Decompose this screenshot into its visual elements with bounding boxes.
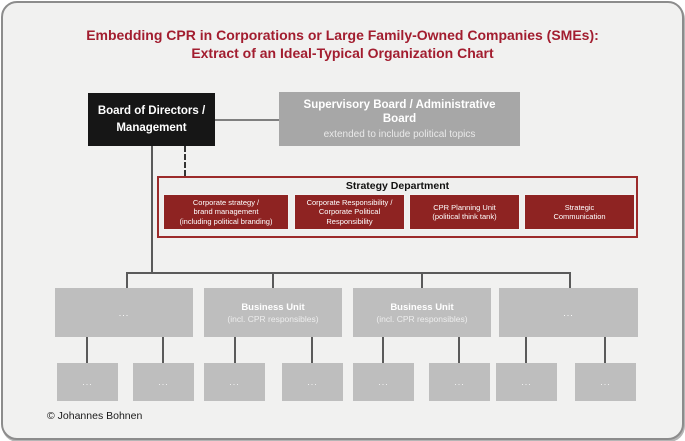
business-unit-dots: ... xyxy=(118,307,130,318)
board-label-line2: Management xyxy=(116,121,187,134)
page-title-line1: Embedding CPR in Corporations or Large F… xyxy=(86,27,599,43)
leaf-dots: ... xyxy=(307,377,318,387)
business-unit-title: Business Unit xyxy=(390,302,454,313)
strategy-unit-corporate-strategy: Corporate strategy / brand management (i… xyxy=(163,194,289,230)
business-unit-subtitle: (incl. CPR responsibles) xyxy=(376,314,468,324)
business-unit-other-left: ... xyxy=(55,288,193,337)
connector-board-stem xyxy=(151,146,153,274)
connector-leaf xyxy=(162,337,164,363)
unit-text-line: CPR Planning Unit xyxy=(433,202,496,212)
connector-leaf xyxy=(525,337,527,363)
leaf-dots: ... xyxy=(229,377,240,387)
unit-text-line: (including political branding) xyxy=(179,216,273,226)
leaf-box: ... xyxy=(57,363,118,401)
connector-stub xyxy=(569,272,571,289)
connector-leaf xyxy=(458,337,460,363)
supervisory-subtitle: extended to include political topics xyxy=(323,129,476,140)
unit-text-line: Strategic xyxy=(564,202,595,212)
board-of-directors-box: Board of Directors / Management xyxy=(88,93,215,146)
business-unit-subtitle: (incl. CPR responsibles) xyxy=(227,314,319,324)
connector-leaf xyxy=(604,337,606,363)
connector-leaf xyxy=(234,337,236,363)
supervisory-board-box: Supervisory Board / Administrative Board… xyxy=(279,92,520,146)
strategy-unit-cpr-planning: CPR Planning Unit (political think tank) xyxy=(409,194,520,230)
business-unit-dots: ... xyxy=(563,307,574,318)
connector-board-to-supervisory xyxy=(215,119,279,121)
connector-stub xyxy=(421,272,423,289)
leaf-box: ... xyxy=(282,363,343,401)
connector-dashed-board-to-strategy xyxy=(184,146,186,176)
business-unit-2: Business Unit (incl. CPR responsibles) xyxy=(353,288,491,337)
leaf-box: ... xyxy=(429,363,490,401)
leaf-box: ... xyxy=(204,363,265,401)
strategy-unit-strategic-communication: Strategic Communication xyxy=(524,194,635,230)
supervisory-title-line2: Board xyxy=(382,113,417,125)
leaf-dots: ... xyxy=(521,377,532,387)
connector-stub xyxy=(272,272,274,289)
connector-business-row xyxy=(126,272,571,274)
business-unit-other-right: ... xyxy=(499,288,638,337)
unit-text-line: Communication xyxy=(553,212,606,221)
connector-leaf xyxy=(311,337,313,363)
leaf-dots: ... xyxy=(82,377,93,387)
connector-leaf xyxy=(86,337,88,363)
unit-text-line: (political think tank) xyxy=(432,212,497,221)
business-unit-title: Business Unit xyxy=(241,302,305,313)
connector-leaf xyxy=(382,337,384,363)
business-unit-1: Business Unit (incl. CPR responsibles) xyxy=(204,288,342,337)
connector-stub xyxy=(126,272,128,289)
supervisory-title-line1: Supervisory Board / Administrative xyxy=(303,99,496,111)
unit-text-line: Corporate Responsibility / xyxy=(306,197,393,207)
page-title-line2: Extract of an Ideal-Typical Organization… xyxy=(191,45,494,61)
leaf-dots: ... xyxy=(158,377,169,387)
unit-text-line: Corporate strategy / xyxy=(192,197,260,207)
unit-text-line: Corporate Political xyxy=(318,207,381,217)
strategy-department-title: Strategy Department xyxy=(345,180,450,192)
strategy-department-container: Strategy Department Corporate strategy /… xyxy=(157,176,638,238)
strategy-unit-corporate-responsibility: Corporate Responsibility / Corporate Pol… xyxy=(294,194,405,230)
leaf-box: ... xyxy=(496,363,557,401)
copyright-text: © Johannes Bohnen xyxy=(47,410,143,422)
board-label-line1: Board of Directors / xyxy=(97,104,206,117)
leaf-dots: ... xyxy=(378,377,389,387)
page-title: Embedding CPR in Corporations or Large F… xyxy=(0,26,685,62)
leaf-dots: ... xyxy=(600,377,611,387)
unit-text-line: brand management xyxy=(193,207,259,217)
leaf-dots: ... xyxy=(454,377,465,387)
unit-text-line: Responsibility xyxy=(326,216,373,226)
leaf-box: ... xyxy=(353,363,414,401)
leaf-box: ... xyxy=(575,363,636,401)
leaf-box: ... xyxy=(133,363,194,401)
